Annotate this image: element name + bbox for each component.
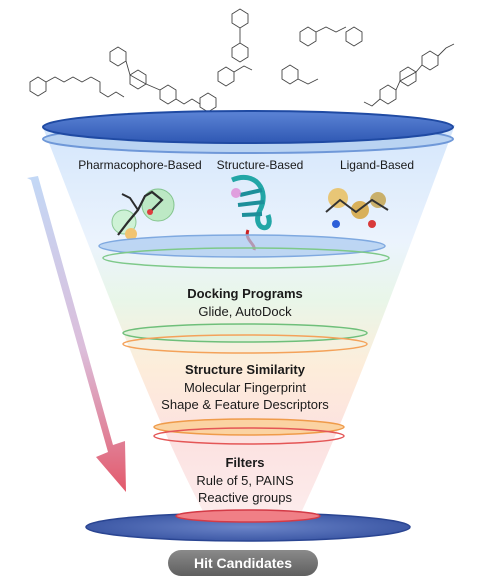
- similarity-fingerprint: Molecular Fingerprint: [183, 380, 307, 395]
- top-disc: [42, 110, 454, 144]
- protein-structure: [231, 174, 272, 251]
- filters-reactive: Reactive groups: [198, 490, 292, 505]
- molecule-structures: [29, 8, 455, 113]
- docking-programs: Glide, AutoDock: [198, 304, 292, 319]
- ligand-structures: [325, 188, 389, 228]
- method-label-ligand: Ligand-Based: [339, 158, 415, 172]
- pharmacophore-model: [111, 188, 175, 240]
- hit-candidates-badge: Hit Candidates: [168, 550, 318, 576]
- blue-ring: [98, 234, 386, 258]
- orange-ring-lower: [153, 418, 345, 436]
- orange-ring-upper: [122, 334, 368, 354]
- docking-title: Docking Programs: [187, 286, 303, 301]
- filters-title: Filters: [225, 455, 265, 470]
- process-arrow: [27, 176, 126, 492]
- similarity-title: Structure Similarity: [185, 362, 305, 377]
- funnel-body: [42, 125, 455, 515]
- bottom-inner-ring: [175, 509, 321, 523]
- red-ring: [153, 427, 345, 445]
- green-ring-upper: [102, 247, 390, 269]
- green-ring-lower: [122, 323, 368, 343]
- similarity-descriptors: Shape & Feature Descriptors: [161, 397, 329, 412]
- method-label-structure: Structure-Based: [216, 158, 304, 172]
- filters-rules: Rule of 5, PAINS: [196, 473, 294, 488]
- method-label-pharmacophore: Pharmacophore-Based: [78, 158, 202, 172]
